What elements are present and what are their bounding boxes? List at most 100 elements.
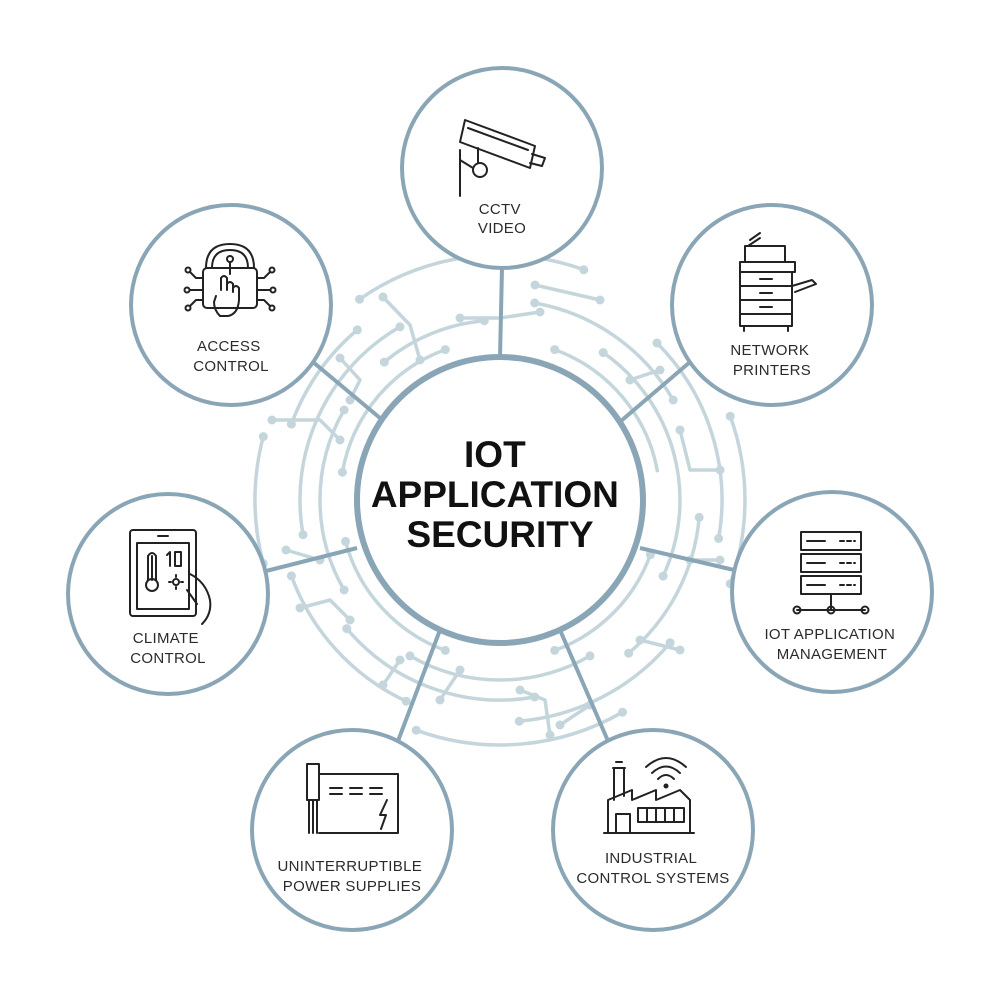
- node-ups-label-line-1: UNINTERRUPTIBLE: [278, 858, 423, 875]
- connector-line-4: [558, 629, 610, 742]
- cctv-camera-icon: [459, 119, 546, 197]
- node-climate-control-circle: [66, 492, 270, 696]
- circuit-dot-23: [395, 322, 405, 332]
- node-network-printers-label-line-2: PRINTERS: [733, 362, 811, 379]
- node-climate-control-label-line-2: CONTROL: [130, 650, 205, 667]
- circuit-dot-43: [530, 280, 540, 290]
- node-cctv-label-line-1: CCTV: [479, 201, 521, 218]
- circuit-trace-8: [381, 659, 402, 686]
- circuit-dot-10: [585, 651, 595, 661]
- circuit-dot-37: [258, 432, 268, 442]
- node-ups-label: UNINTERRUPTIBLE POWER SUPPLIES: [278, 858, 427, 895]
- circuit-dot-32: [725, 411, 735, 421]
- circuit-arc-16: [289, 328, 359, 425]
- circuit-dot-64: [655, 365, 665, 375]
- circuit-dot-57: [515, 685, 525, 695]
- circuit-dot-65: [625, 375, 635, 385]
- circuit-dot-31: [352, 325, 362, 335]
- circuit-dot-13: [339, 405, 349, 415]
- circuit-arc-5: [602, 351, 682, 577]
- node-iot-app-management: IOT APPLICATION MANAGEMENT: [730, 490, 934, 694]
- circuit-arc-15: [289, 575, 407, 703]
- circuit-dot-46: [345, 395, 355, 405]
- node-industrial-control-circle: [551, 728, 755, 932]
- circuit-arc-14: [519, 641, 672, 723]
- circuit-trace-7: [299, 598, 352, 622]
- circuit-dot-55: [378, 680, 388, 690]
- circuit-dot-60: [715, 555, 725, 565]
- circuit-dot-29: [286, 571, 296, 581]
- circuit-dot-16: [530, 298, 540, 308]
- circuit-dot-69: [435, 695, 445, 705]
- circuit-dot-58: [675, 645, 685, 655]
- circuit-dot-9: [658, 571, 668, 581]
- circuit-dot-8: [598, 348, 608, 358]
- circuit-arc-12: [298, 325, 401, 536]
- circuit-trace-13: [629, 368, 661, 382]
- circuit-background: [253, 253, 747, 747]
- circuit-trace-9: [519, 688, 552, 736]
- circuit-dot-44: [415, 355, 425, 365]
- circuit-dot-54: [395, 655, 405, 665]
- node-industrial-control: INDUSTRIAL CONTROL SYSTEMS: [551, 728, 755, 932]
- center-title-line-2: APPLICATION: [371, 474, 619, 515]
- node-iot-app-management-label-line-1: IOT APPLICATION: [764, 626, 895, 643]
- circuit-dot-6: [337, 467, 347, 477]
- circuit-dot-49: [267, 415, 277, 425]
- center-title-line-3: SECURITY: [406, 514, 593, 555]
- circuit-trace-14: [559, 703, 591, 727]
- circuit-dot-63: [675, 425, 685, 435]
- circuit-dot-19: [624, 648, 634, 658]
- circuit-dot-41: [455, 313, 465, 323]
- node-iot-app-management-circle: [730, 490, 934, 694]
- node-climate-control-label-line-1: CLIMATE: [133, 630, 199, 647]
- node-iot-app-management-label: IOT APPLICATION MANAGEMENT: [764, 626, 899, 663]
- circuit-dot-51: [281, 545, 291, 555]
- circuit-dot-27: [514, 716, 524, 726]
- circuit-arc-9: [534, 301, 675, 401]
- server-rack-icon: [792, 531, 870, 615]
- circuit-dot-28: [401, 696, 411, 706]
- circuit-dot-11: [405, 651, 415, 661]
- power-supply-icon: [306, 763, 399, 834]
- factory-icon: [603, 757, 695, 834]
- connector-line-2: [619, 360, 692, 423]
- node-network-printers: NETWORK PRINTERS: [670, 203, 874, 407]
- circuit-dot-42: [595, 295, 605, 305]
- connector-line-1: [498, 267, 504, 358]
- connector-line-3: [639, 546, 735, 572]
- circuit-trace-15: [438, 669, 462, 701]
- node-climate-control: CLIMATE CONTROL: [66, 492, 270, 696]
- node-ups-circle: [250, 728, 454, 932]
- node-network-printers-circle: [670, 203, 874, 407]
- node-cctv-circle: [400, 66, 604, 270]
- node-cctv-label: CCTV VIDEO: [478, 201, 526, 237]
- circuit-arc-18: [415, 710, 624, 747]
- node-industrial-control-label-line-2: CONTROL SYSTEMS: [576, 870, 729, 887]
- circuit-dot-3: [550, 645, 560, 655]
- circuit-dot-4: [440, 645, 450, 655]
- node-network-printers-label-line-1: NETWORK: [730, 342, 809, 359]
- node-access-control: ACCESS CONTROL: [129, 203, 333, 407]
- circuit-dot-68: [455, 665, 465, 675]
- circuit-dot-17: [668, 395, 678, 405]
- circuit-arc-13: [655, 341, 724, 539]
- circuit-trace-10: [639, 638, 681, 652]
- connector-line-5: [396, 629, 442, 742]
- circuit-dot-22: [298, 530, 308, 540]
- circuit-dot-12: [339, 585, 349, 595]
- node-network-printers-label: NETWORK PRINTERS: [730, 342, 813, 379]
- node-climate-control-label: CLIMATE CONTROL: [130, 630, 205, 667]
- node-ups: UNINTERRUPTIBLE POWER SUPPLIES: [250, 728, 454, 932]
- node-cctv: CCTV VIDEO: [400, 66, 604, 270]
- node-access-control-circle: [129, 203, 333, 407]
- circuit-arc-6: [409, 654, 591, 682]
- circuit-dot-7: [440, 345, 450, 355]
- circuit-dot-38: [355, 294, 364, 304]
- circuit-dot-18: [694, 512, 704, 522]
- node-iot-app-management-label-line-2: MANAGEMENT: [777, 646, 888, 663]
- circuit-dot-21: [342, 624, 352, 634]
- node-access-control-label-line-2: CONTROL: [193, 358, 268, 375]
- circuit-dot-25: [714, 534, 724, 543]
